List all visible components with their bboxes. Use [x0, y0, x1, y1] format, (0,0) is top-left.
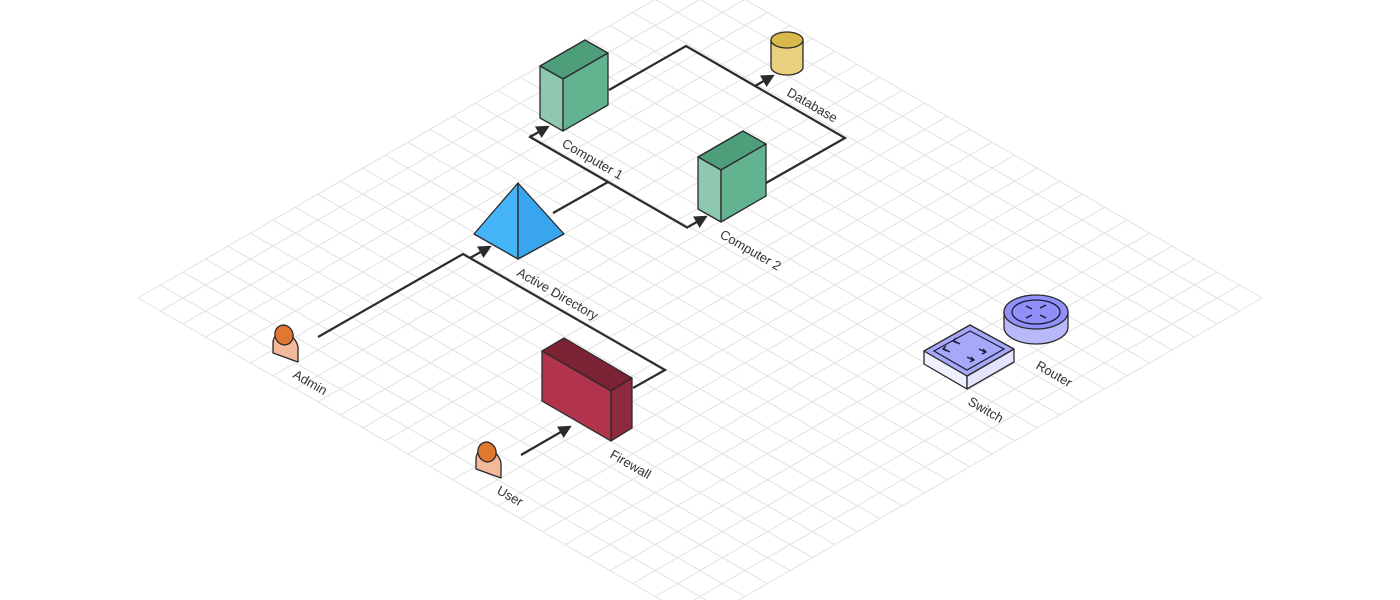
switch-node[interactable] [923, 324, 1015, 390]
router-node[interactable] [1003, 294, 1069, 345]
arrow-to-database [754, 74, 775, 88]
arrow-to-ad [469, 245, 492, 259]
arrow-to-computer1 [529, 125, 550, 139]
user-label: User [495, 483, 527, 510]
active-directory-label: Active Directory [515, 265, 602, 324]
database-node[interactable] [770, 31, 804, 76]
arrow-to-computer2 [687, 215, 708, 229]
computer2-node[interactable] [697, 130, 767, 223]
connector-admin-to-ad[interactable] [317, 252, 668, 389]
user-node[interactable] [475, 440, 502, 479]
connector-computers-to-database[interactable] [608, 44, 848, 184]
connector-user-to-firewall[interactable] [520, 425, 572, 456]
connectors [317, 44, 848, 456]
router-arrows-icon [1025, 304, 1047, 319]
connector-ad-to-computers[interactable] [552, 181, 609, 214]
firewall-node[interactable] [541, 337, 633, 442]
isometric-grid [137, 0, 1263, 600]
admin-node[interactable] [272, 323, 299, 363]
switch-arrows-icon [941, 337, 988, 363]
computer1-node[interactable] [539, 39, 609, 132]
active-directory-node[interactable] [473, 182, 565, 260]
